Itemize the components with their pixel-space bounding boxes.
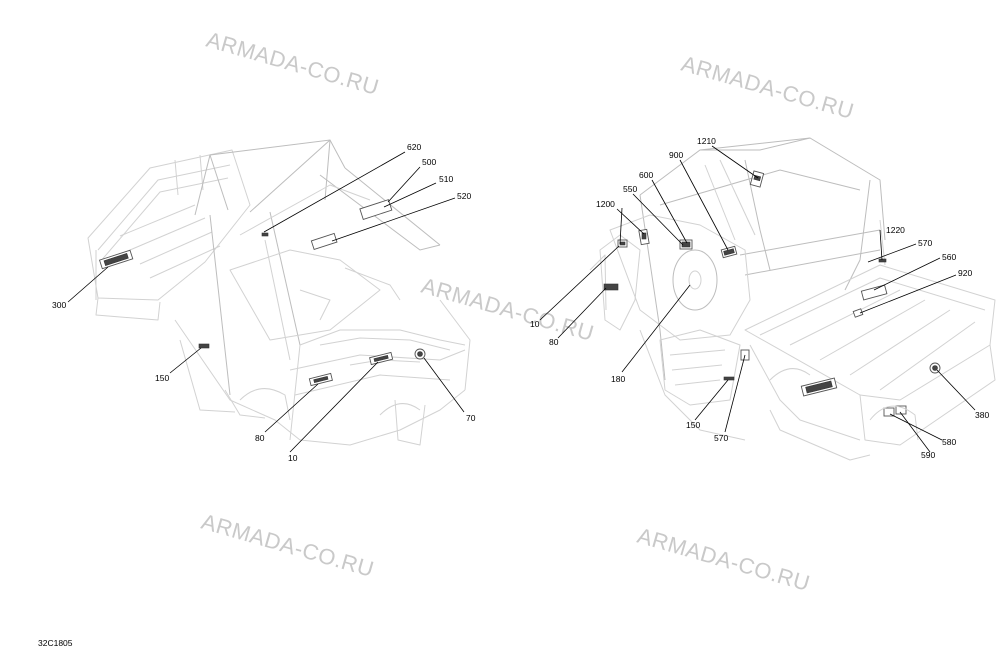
decal-500-roof	[359, 199, 393, 220]
watermark-bottom-right: ARMADA-CO.RU	[635, 523, 813, 596]
decal-150-side	[198, 343, 210, 349]
callout-10-dash: 10	[530, 319, 540, 329]
callout-580: 580	[942, 437, 956, 447]
callout-550: 550	[623, 184, 637, 194]
callout-560: 560	[942, 252, 956, 262]
callout-70: 70	[466, 413, 476, 423]
decal-510-roof	[310, 232, 338, 251]
callout-900: 900	[669, 150, 683, 160]
callouts-right: 1210 900 600 550 1200 1220 570 560 920 1…	[530, 136, 989, 460]
callout-600: 600	[639, 170, 653, 180]
vehicle-front-view	[87, 139, 471, 446]
callout-1210: 1210	[697, 136, 716, 146]
callout-380: 380	[975, 410, 989, 420]
callout-1200: 1200	[596, 199, 615, 209]
watermark-bottom-left: ARMADA-CO.RU	[199, 509, 377, 582]
callout-500: 500	[422, 157, 436, 167]
watermarks: ARMADA-CO.RU ARMADA-CO.RU ARMADA-CO.RU A…	[199, 27, 857, 596]
callout-80: 80	[255, 433, 265, 443]
callout-620: 620	[407, 142, 421, 152]
decal-150-floor	[723, 376, 735, 381]
callout-520: 520	[457, 191, 471, 201]
decal-80-dash	[603, 283, 619, 291]
watermark-top-left: ARMADA-CO.RU	[204, 27, 382, 100]
callout-920: 920	[958, 268, 972, 278]
watermark-top-right: ARMADA-CO.RU	[679, 51, 857, 124]
callout-180: 180	[611, 374, 625, 384]
leaders-left	[67, 151, 465, 453]
decal-580-rear	[883, 407, 895, 417]
decal-920-cargo	[852, 308, 864, 318]
callout-570-cargo: 570	[918, 238, 932, 248]
callout-1220: 1220	[886, 225, 905, 235]
callout-150: 150	[155, 373, 169, 383]
decal-560-cargo	[860, 284, 888, 301]
leaders-right	[539, 145, 976, 453]
callout-150-floor: 150	[686, 420, 700, 430]
callout-590: 590	[921, 450, 935, 460]
callout-80-dash: 80	[549, 337, 559, 347]
callout-300: 300	[52, 300, 66, 310]
callout-10: 10	[288, 453, 298, 463]
steering-wheel	[672, 249, 718, 311]
callouts-left: 620 500 510 520 300 150 80 10 70	[52, 142, 476, 463]
diagram-reference-code: 32C1805	[38, 638, 73, 648]
callout-570-pillar: 570	[714, 433, 728, 443]
vehicle-rear-view	[589, 137, 996, 461]
callout-510: 510	[439, 174, 453, 184]
watermark-center: ARMADA-CO.RU	[419, 273, 597, 346]
decal-1220-cargo	[878, 258, 887, 263]
